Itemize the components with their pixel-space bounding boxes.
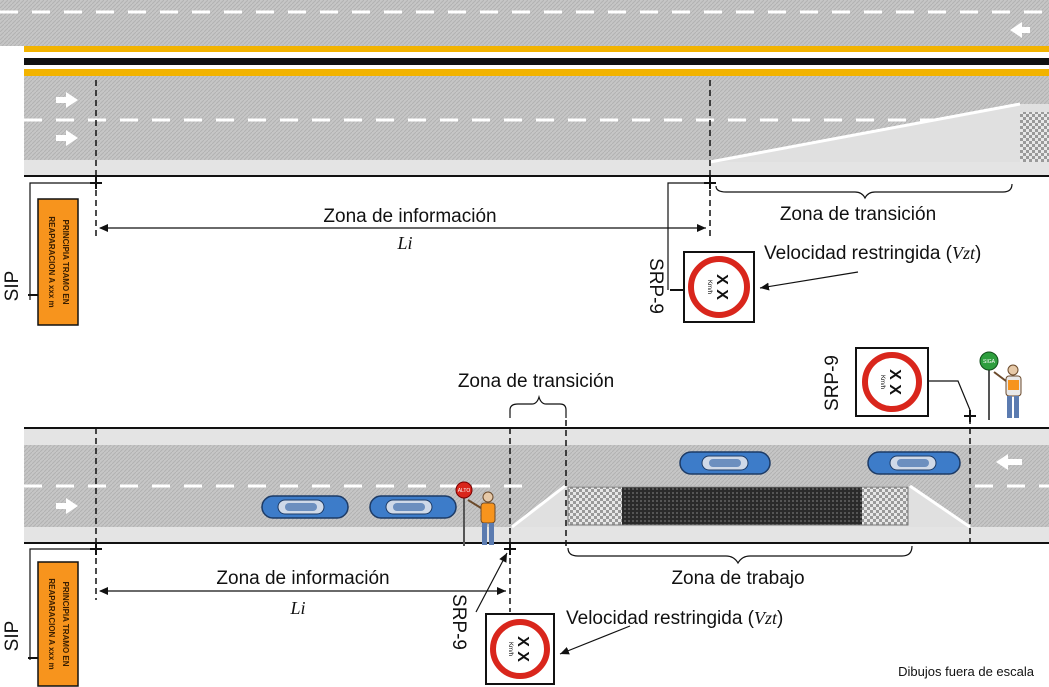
velocidad-label: Velocidad restringida (Vzt) [764, 243, 981, 264]
zone-brace [715, 183, 1013, 200]
flagger-go-icon: SIGA [979, 351, 1022, 420]
top-road [0, 0, 1049, 177]
speed-unit: Km/h [706, 280, 712, 294]
speed-limit-sign: X X Km/h [670, 251, 755, 323]
sip-sign: PRINCIPIA TRAMO EN REAPARACION A xxx m [28, 198, 79, 326]
bottom-road [24, 427, 1049, 544]
velocidad-label: Velocidad restringida (Vzt) [566, 608, 783, 629]
sip-line1: PRINCIPIA TRAMO EN [61, 219, 70, 304]
speed-unit: Km/h [879, 375, 885, 389]
go-text: SIGA [983, 359, 996, 365]
zone-brace [509, 394, 567, 418]
zone-brace [567, 545, 913, 565]
lane-arrow-icon [996, 454, 1022, 470]
car-icon [867, 451, 961, 475]
zona-informacion-label: Zona de información [323, 206, 496, 227]
sign-location-mark [90, 177, 102, 189]
zona-transicion-label: Zona de transición [780, 204, 936, 225]
sign-pointer [475, 552, 508, 613]
flagger-stop-icon: ALTO [455, 481, 496, 546]
speed-value: X X [713, 274, 730, 300]
sign-location-mark [704, 177, 716, 189]
srp-code-label: SRP-9 [448, 594, 469, 650]
car-icon [679, 451, 771, 475]
callout-arrow [759, 271, 859, 291]
speed-value: X X [514, 636, 531, 662]
callout-arrow [559, 625, 631, 655]
footer-note: Dibujos fuera de escala [898, 664, 1035, 679]
sign-pointer [29, 548, 96, 660]
sign-pointer [928, 380, 971, 411]
li-label: Li [289, 598, 305, 618]
zona-informacion-label: Zona de información [216, 568, 389, 589]
sip-line2: REAPARACION A xxx m [47, 578, 56, 669]
sign-location-mark [504, 543, 516, 555]
lane-arrow-icon [56, 498, 78, 514]
speed-value: X X [886, 369, 903, 395]
speed-limit-sign: X X Km/h [855, 347, 929, 417]
speed-unit: Km/h [507, 642, 513, 656]
car-icon [369, 495, 457, 519]
speed-limit-sign: X X Km/h [485, 613, 555, 685]
sip-line1: PRINCIPIA TRAMO EN [61, 581, 70, 666]
sip-sign: PRINCIPIA TRAMO EN REAPARACION A xxx m [28, 561, 79, 687]
sign-location-mark [964, 410, 976, 422]
sign-location-mark [90, 543, 102, 555]
sip-code-label: SIP [2, 621, 23, 652]
lane-arrow-icon [56, 130, 78, 146]
srp-code-label: SRP-9 [822, 355, 843, 411]
car-icon [261, 495, 349, 519]
li-label: Li [396, 233, 412, 253]
lane-arrow-icon [1010, 22, 1030, 38]
lane-arrow-icon [56, 92, 78, 108]
sign-pointer [29, 182, 96, 300]
zona-transicion-label: Zona de transición [458, 371, 614, 392]
srp-code-label: SRP-9 [645, 258, 666, 314]
zona-trabajo-label: Zona de trabajo [671, 568, 804, 589]
sip-code-label: SIP [2, 271, 23, 302]
sip-line2: REAPARACION A xxx m [47, 216, 56, 307]
stop-text: ALTO [458, 488, 471, 494]
sign-pointer [667, 182, 710, 290]
